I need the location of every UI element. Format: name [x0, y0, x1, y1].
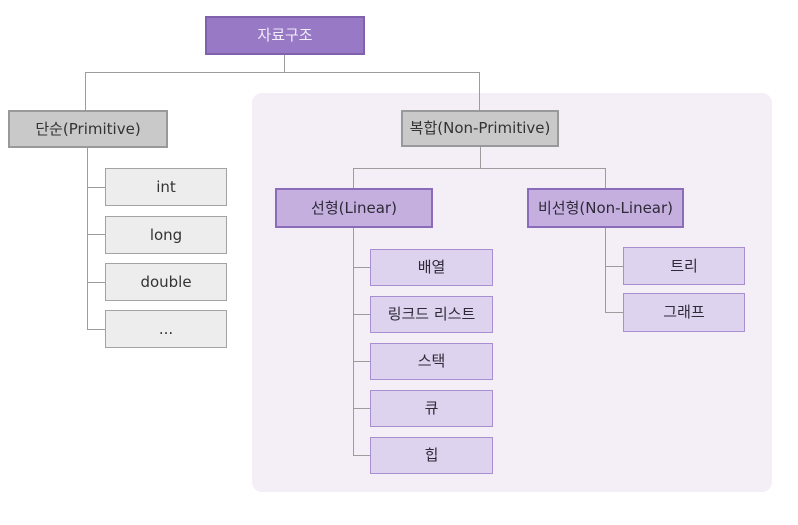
connector-line	[605, 266, 623, 267]
node-non-linear: 비선형(Non-Linear)	[527, 188, 684, 228]
connector-line	[353, 267, 370, 268]
connector-line	[605, 312, 623, 313]
connector-line	[87, 148, 88, 329]
node-tree: 트리	[623, 247, 745, 285]
node-graph: 그래프	[623, 293, 745, 332]
connector-line	[87, 329, 105, 330]
connector-line	[605, 168, 606, 188]
connector-line	[353, 168, 606, 169]
connector-line	[87, 187, 105, 188]
connector-line	[85, 72, 480, 73]
connector-line	[87, 282, 105, 283]
node-array: 배열	[370, 249, 493, 286]
node-ellipsis: ...	[105, 310, 227, 348]
node-int: int	[105, 168, 227, 206]
connector-line	[479, 72, 480, 110]
node-primitive: 단순(Primitive)	[8, 110, 168, 148]
node-non-primitive: 복합(Non-Primitive)	[401, 110, 559, 147]
connector-line	[353, 168, 354, 188]
connector-line	[353, 361, 370, 362]
non-primitive-panel	[252, 93, 772, 492]
connector-line	[480, 147, 481, 168]
node-linear: 선형(Linear)	[275, 188, 433, 228]
node-data-structure: 자료구조	[205, 16, 365, 55]
connector-line	[353, 314, 370, 315]
connector-line	[85, 72, 86, 110]
connector-line	[605, 228, 606, 312]
node-long: long	[105, 216, 227, 254]
node-linked-list: 링크드 리스트	[370, 296, 493, 333]
connector-line	[353, 408, 370, 409]
node-stack: 스택	[370, 343, 493, 380]
connector-line	[87, 234, 105, 235]
node-queue: 큐	[370, 390, 493, 427]
connector-line	[353, 228, 354, 455]
connector-line	[284, 55, 285, 72]
connector-line	[353, 455, 370, 456]
node-heap: 힙	[370, 437, 493, 474]
node-double: double	[105, 263, 227, 301]
